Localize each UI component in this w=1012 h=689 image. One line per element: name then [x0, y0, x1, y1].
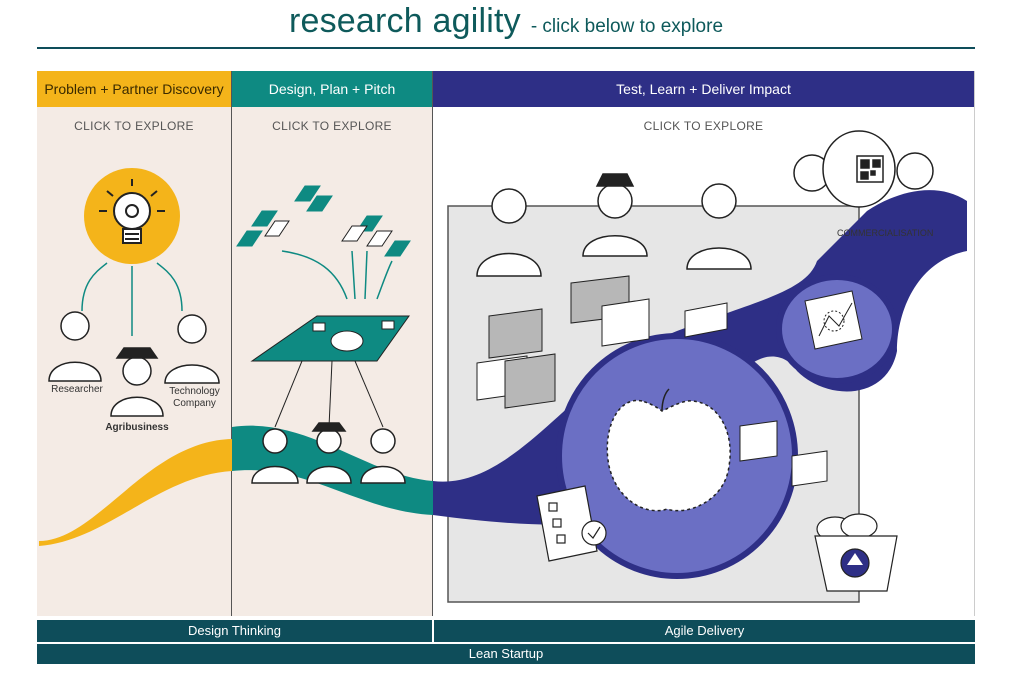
diagram-stage: Problem + Partner Discovery CLICK TO EXP…: [37, 71, 975, 616]
analytics-chart-icon: [804, 290, 863, 350]
page-subtitle: - click below to explore: [530, 16, 724, 37]
agribusiness-icon: [110, 347, 164, 417]
column-heading-design[interactable]: Design, Plan + Pitch: [232, 71, 432, 107]
plan-links: [274, 360, 384, 428]
technology-company-icon: [164, 314, 220, 384]
column-heading-test[interactable]: Test, Learn + Deliver Impact: [433, 71, 974, 107]
page-title: research agility: [288, 2, 521, 40]
checklist-icon: [536, 485, 607, 562]
pitch-papers-icon: [236, 185, 411, 257]
commercialisation-label: COMMERCIALISATION: [837, 228, 934, 238]
header: research agility - click below to explore: [0, 0, 1012, 48]
technology-label: Technology: [169, 386, 220, 397]
apple-stem-icon: [661, 388, 670, 412]
illustration: [39, 130, 967, 603]
click-to-explore-test[interactable]: CLICK TO EXPLORE: [643, 119, 764, 133]
apple-icon: [606, 399, 731, 512]
design-team-icon: [251, 422, 406, 484]
header-divider: [37, 47, 975, 49]
column-problem-partner-discovery[interactable]: Problem + Partner Discovery CLICK TO EXP…: [37, 71, 232, 616]
title-wrap: research agility - click below to explore: [0, 2, 1012, 41]
lightbulb-icon: [99, 179, 165, 244]
delivery-team-icon: [476, 173, 752, 277]
lean-startup-bar[interactable]: Lean Startup: [37, 644, 975, 664]
company-label: Company: [173, 398, 216, 409]
commercialisation-apples-icon: [793, 130, 934, 208]
discovery-arrows: [81, 262, 183, 336]
agile-delivery-bar[interactable]: Agile Delivery: [434, 620, 975, 642]
agribusiness-label: Agribusiness: [105, 422, 169, 433]
plan-board-icon: [250, 315, 410, 362]
pitch-papers-outline: [264, 220, 393, 247]
plan-board-cards: [312, 320, 395, 352]
plan-arrows: [281, 250, 393, 300]
click-to-explore-design[interactable]: CLICK TO EXPLORE: [272, 119, 392, 133]
researcher-label: Researcher: [51, 384, 103, 395]
design-thinking-bar[interactable]: Design Thinking: [37, 620, 432, 642]
recycling-bin-icon: [814, 513, 898, 592]
click-to-explore-discovery[interactable]: CLICK TO EXPLORE: [74, 119, 194, 133]
researcher-icon: [48, 311, 102, 382]
sticky-notes: [476, 275, 828, 487]
column-heading-discovery[interactable]: Problem + Partner Discovery: [37, 71, 231, 107]
ribbon-yellow: [39, 439, 232, 546]
